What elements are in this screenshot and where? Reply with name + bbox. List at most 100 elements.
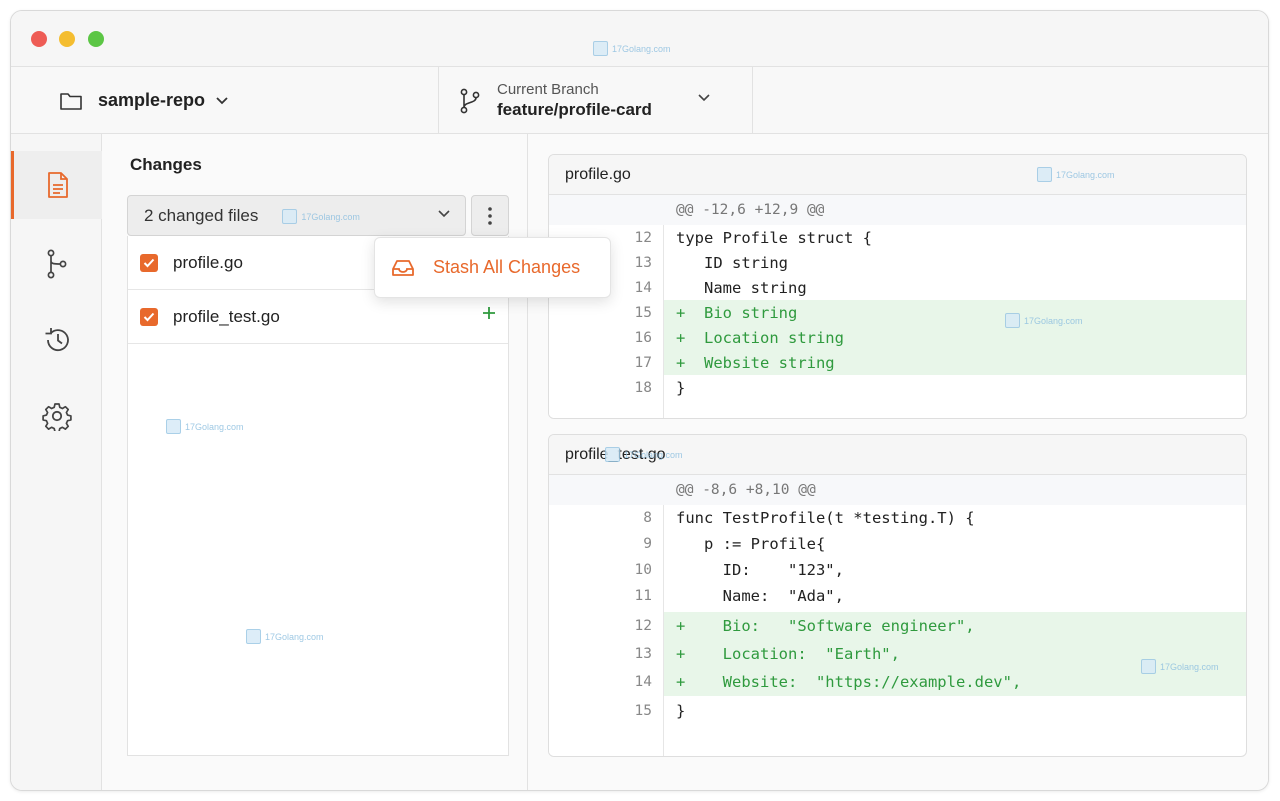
- line-code: type Profile struct {: [676, 229, 872, 247]
- minimize-window-button[interactable]: [59, 31, 75, 47]
- file-name: profile.go: [173, 252, 243, 272]
- diff-file-header: profile_test.go 17Golang.com: [549, 435, 1246, 475]
- diff-line: 9 p := Profile{: [549, 531, 1246, 557]
- line-number: 8: [643, 510, 652, 526]
- changes-title: Changes: [130, 155, 202, 174]
- watermark: 17Golang.com: [1037, 167, 1115, 182]
- diff-line: 13 ID string: [549, 250, 1246, 275]
- line-number: 10: [634, 562, 652, 578]
- line-number: 12: [634, 618, 652, 634]
- file-checkbox[interactable]: [140, 253, 158, 272]
- line-number: 13: [634, 255, 652, 271]
- diff-line: 11 Name: "Ada",: [549, 583, 1246, 609]
- changed-files-dropdown[interactable]: 2 changed files 17Golang.com: [127, 195, 466, 236]
- line-code: ID string: [676, 254, 788, 272]
- diff-line: 18}: [549, 375, 1246, 400]
- file-row[interactable]: profile_test.go: [128, 290, 508, 344]
- diff-line-added: [664, 325, 1246, 350]
- line-code-added: + Bio: "Software engineer",: [676, 617, 975, 635]
- diff-file-name: profile.go: [565, 165, 631, 183]
- plus-added-icon[interactable]: [482, 306, 496, 320]
- diff-line: 14 Name string: [549, 275, 1246, 300]
- diff-card-profile-test-go: profile_test.go 17Golang.com @@ -8,6 +8,…: [548, 434, 1247, 757]
- diff-file-header: profile.go 17Golang.com: [549, 155, 1246, 195]
- more-options-button[interactable]: [471, 195, 509, 236]
- line-number-gutter: [549, 475, 664, 756]
- folder-icon: [60, 92, 82, 110]
- branch-name: feature/profile-card: [497, 100, 652, 119]
- chevron-down-icon: [438, 210, 450, 218]
- line-number: 11: [634, 588, 652, 604]
- line-number: 14: [634, 674, 652, 690]
- file-row[interactable]: profile.go: [128, 236, 508, 290]
- line-code-added: + Bio string: [676, 304, 798, 322]
- sidebar-item-changes[interactable]: [11, 151, 102, 219]
- changes-panel: Changes 2 changed files 17Golang.com pro…: [102, 134, 528, 790]
- watermark: 17Golang.com: [1141, 659, 1219, 674]
- line-number: 17: [634, 355, 652, 371]
- line-code: p := Profile{: [676, 535, 826, 553]
- line-number: 18: [634, 380, 652, 396]
- watermark: 17Golang.com: [605, 447, 683, 462]
- line-code-added: + Location string: [676, 329, 844, 347]
- settings-gear-icon: [41, 403, 72, 431]
- inbox-tray-icon: [392, 259, 414, 276]
- watermark: 17Golang.com: [282, 209, 360, 224]
- chevron-down-icon: [216, 96, 228, 104]
- line-number: 9: [643, 536, 652, 552]
- diff-line: 13+ Location: "Earth",: [549, 640, 1246, 668]
- diff-line: 15 + Bio string: [549, 300, 1246, 325]
- checkmark-icon: [143, 312, 155, 321]
- branch-caption: Current Branch: [497, 81, 599, 98]
- stash-all-changes-label: Stash All Changes: [433, 257, 581, 277]
- file-checkbox[interactable]: [140, 307, 158, 326]
- watermark: 17Golang.com: [166, 419, 244, 434]
- branch-icon: [47, 249, 66, 279]
- sidebar-item-settings[interactable]: [11, 382, 102, 450]
- diff-area: profile.go 17Golang.com @@ -12,6 +12,9 @…: [528, 134, 1268, 790]
- hunk-header-text: @@ -8,6 +8,10 @@: [676, 482, 816, 498]
- line-number: 15: [634, 703, 652, 719]
- file-changes-icon: [48, 172, 68, 198]
- changed-files-label: 2 changed files: [144, 205, 259, 225]
- diff-line: 16 + Location string: [549, 325, 1246, 350]
- line-code: func TestProfile(t *testing.T) {: [676, 509, 975, 527]
- diff-line-added: [664, 300, 1246, 325]
- repo-selector[interactable]: sample-repo: [11, 67, 439, 134]
- sidebar-item-history[interactable]: [11, 306, 102, 374]
- git-branch-icon: [460, 88, 480, 113]
- hunk-header: @@ -12,6 +12,9 @@: [549, 195, 1246, 225]
- hunk-header-text: @@ -12,6 +12,9 @@: [676, 202, 825, 218]
- line-code: }: [676, 379, 686, 397]
- repo-name: sample-repo: [98, 90, 206, 110]
- diff-line-added: [664, 350, 1246, 375]
- diff-line: 12 + Bio: "Software engineer",: [549, 612, 1246, 640]
- diff-line: 12 type Profile struct {: [549, 225, 1246, 250]
- history-icon: [45, 328, 69, 352]
- diff-card-profile-go: profile.go 17Golang.com @@ -12,6 +12,9 @…: [548, 154, 1247, 419]
- watermark: 17Golang.com: [593, 41, 671, 56]
- zoom-window-button[interactable]: [88, 31, 104, 47]
- close-window-button[interactable]: [31, 31, 47, 47]
- sidebar: [11, 134, 102, 790]
- branch-selector[interactable]: Current Branch feature/profile-card: [439, 67, 753, 134]
- hunk-header: @@ -8,6 +8,10 @@: [549, 475, 1246, 505]
- line-number: 14: [634, 280, 652, 296]
- chevron-down-icon: [698, 94, 710, 102]
- diff-line: 17+ Website string: [549, 350, 1246, 375]
- line-number: 12: [634, 230, 652, 246]
- more-vertical-icon: [488, 206, 492, 225]
- sidebar-item-branches[interactable]: [11, 230, 102, 298]
- line-number: 16: [634, 330, 652, 346]
- watermark: 17Golang.com: [1005, 313, 1083, 328]
- file-name: profile_test.go: [173, 306, 280, 326]
- app-window: 17Golang.com sample-repo Current Branch …: [10, 10, 1269, 791]
- line-code-added: + Website: "https://example.dev",: [676, 673, 1022, 691]
- stash-all-changes-menu-item[interactable]: Stash All Changes: [374, 237, 611, 298]
- diff-line: 10 ID: "123",: [549, 557, 1246, 583]
- line-number: 15: [634, 305, 652, 321]
- diff-line: 8 func TestProfile(t *testing.T) {: [549, 505, 1246, 531]
- checkmark-icon: [143, 258, 155, 267]
- line-code-added: + Location: "Earth",: [676, 645, 900, 663]
- title-bar: 17Golang.com: [11, 11, 1268, 67]
